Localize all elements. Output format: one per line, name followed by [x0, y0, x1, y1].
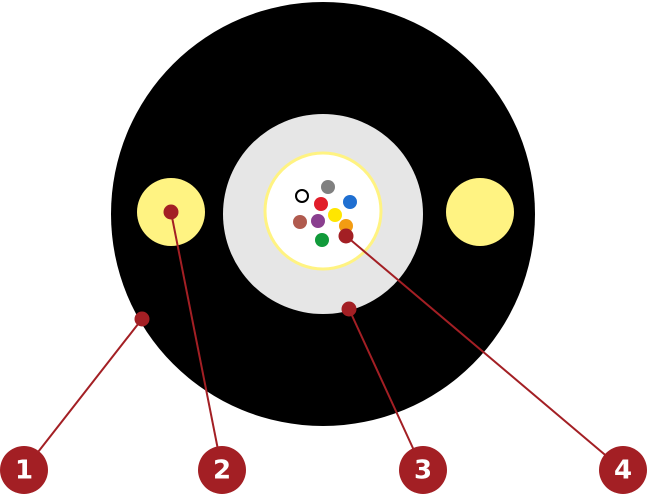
optical-fiber-6	[311, 214, 325, 228]
callout-number-3: 3	[414, 456, 432, 486]
callout-number-4: 4	[614, 456, 632, 486]
optical-fiber-7	[328, 208, 342, 222]
optical-fiber-2	[321, 180, 335, 194]
callout-anchor-dot-3	[341, 301, 357, 317]
callout-number-1: 1	[15, 456, 33, 486]
callout-leader-line-2	[170, 211, 223, 471]
callout-badge-1	[0, 446, 48, 494]
callout-3: 3	[341, 301, 447, 494]
optical-fibers	[293, 180, 357, 247]
callout-number-2: 2	[213, 456, 231, 486]
strength-member-right	[446, 178, 514, 246]
optical-fiber-1	[295, 189, 309, 203]
callout-badge-2	[198, 446, 246, 494]
callout-leader-line-4	[345, 235, 624, 471]
callout-2: 2	[163, 204, 246, 494]
optical-fiber-9	[315, 233, 329, 247]
optical-fiber-4	[343, 195, 357, 209]
callout-anchor-dot-4	[338, 228, 354, 244]
callout-4: 4	[338, 228, 647, 494]
callouts: 1 2 3 4	[0, 204, 647, 494]
callout-leader-line-3	[348, 308, 424, 471]
callout-anchor-dot-2	[163, 204, 179, 220]
optical-fiber-5	[293, 215, 307, 229]
callout-anchor-dot-1	[134, 311, 150, 327]
callout-leader-line-1	[23, 318, 143, 471]
callout-badge-3	[399, 446, 447, 494]
callout-badge-4	[599, 446, 647, 494]
callout-1: 1	[0, 311, 150, 494]
optical-fiber-3	[314, 197, 328, 211]
